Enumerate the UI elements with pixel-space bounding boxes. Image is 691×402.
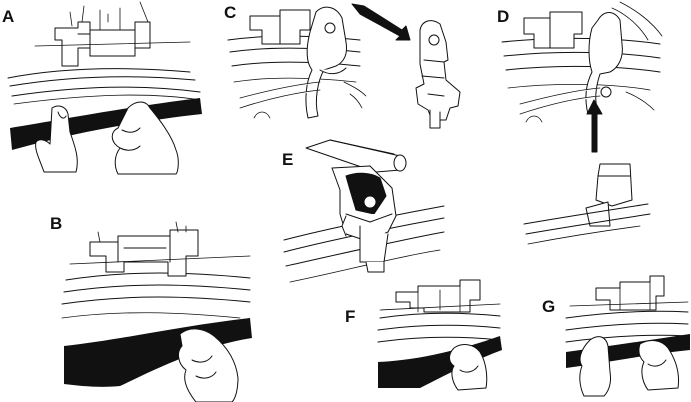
panel-d-clamp-hand [519, 1, 663, 115]
panel-c-foot-bracket [249, 9, 311, 45]
panel-f-illustration [377, 279, 502, 391]
panel-d-illustration [501, 1, 663, 245]
panel-c-clamp-hand [239, 6, 367, 119]
panel-g-foot-bracket [569, 275, 689, 311]
panel-b-hand [178, 328, 239, 402]
panel-label-c: C [224, 3, 237, 22]
panel-a-foot-bracket [34, 1, 191, 67]
panel-g-illustration [565, 275, 690, 397]
panel-label-e: E [282, 150, 294, 169]
panel-b-foot-bracket [69, 221, 251, 277]
panel-e-foot-clamp [331, 165, 397, 273]
panel-label-a: A [2, 7, 15, 26]
panel-c-direction-arrow [351, 3, 411, 41]
panel-d-installed-clamp [523, 163, 651, 245]
panel-label-g: G [542, 297, 556, 316]
panel-d-foot-bracket [523, 11, 583, 49]
panel-d-direction-arrow [586, 99, 603, 153]
panel-e-illustration [283, 139, 445, 283]
panel-label-d: D [497, 7, 510, 26]
panel-f-foot-bracket [379, 279, 501, 313]
panel-e-crossbar [305, 139, 407, 173]
panel-c-illustration [227, 3, 461, 129]
panel-g-hands [579, 336, 679, 397]
panel-c-clamp-detail [415, 20, 461, 129]
panel-a-hands [35, 101, 179, 175]
panel-a-illustration [7, 1, 202, 175]
panel-label-b: B [50, 214, 63, 233]
panel-label-f: F [345, 307, 356, 326]
panel-f-hand [449, 344, 488, 391]
panel-b-illustration [61, 221, 252, 402]
